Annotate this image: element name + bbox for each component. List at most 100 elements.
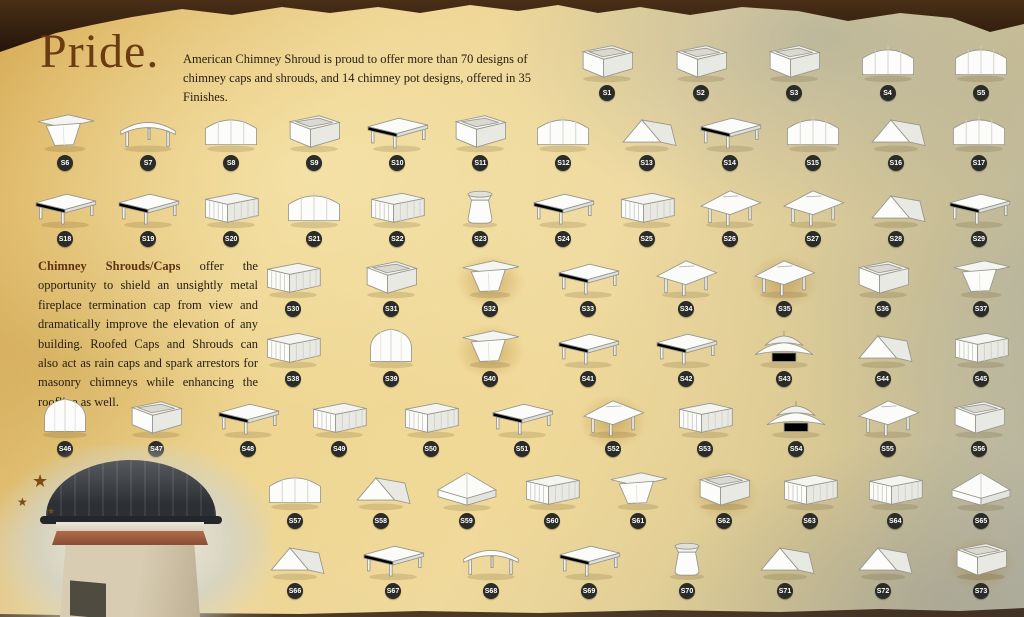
flattable-design-icon <box>212 394 284 440</box>
design-item: S29 <box>942 184 1016 247</box>
design-id-badge: S24 <box>555 231 572 247</box>
design-item: S59 <box>430 466 504 529</box>
design-id-badge: S37 <box>972 301 989 317</box>
openbox-design-icon <box>278 108 350 154</box>
design-item: S53 <box>668 394 742 457</box>
design-item: S10 <box>360 108 434 171</box>
design-item: S43 <box>747 324 821 387</box>
design-item: S61 <box>601 466 675 529</box>
design-id-badge: S69 <box>581 583 597 599</box>
louvrebox-design-icon <box>774 466 846 512</box>
hiproof-design-icon <box>852 394 924 440</box>
openbox-design-icon <box>355 254 427 300</box>
design-id-badge: S26 <box>721 231 738 247</box>
design-item: S51 <box>485 394 559 457</box>
design-item: S56 <box>942 394 1016 457</box>
design-id-badge: S34 <box>678 301 695 317</box>
design-id-badge: S67 <box>385 583 401 599</box>
design-item: S17 <box>942 108 1016 171</box>
louvrebox-design-icon <box>395 394 467 440</box>
star-icon: ★ <box>32 471 49 491</box>
design-item: S40 <box>452 324 527 387</box>
design-item: S25 <box>610 184 684 247</box>
louvrebox-design-icon <box>257 324 329 370</box>
design-item: S1 <box>570 38 644 101</box>
design-item: S52 <box>576 394 651 457</box>
design-id-badge: S63 <box>801 513 818 529</box>
design-item: S45 <box>944 324 1018 387</box>
body-paragraph: Chimney Shrouds/Caps offer the opportuni… <box>38 257 258 412</box>
design-item: S3 <box>757 38 831 101</box>
design-id-badge: S66 <box>287 583 303 599</box>
louvrebox-design-icon <box>859 466 931 512</box>
design-item: S44 <box>846 324 920 387</box>
design-item: S73 <box>944 536 1018 599</box>
design-id-badge: S45 <box>972 371 989 387</box>
design-id-badge: S35 <box>776 301 793 317</box>
design-id-badge: S29 <box>970 231 987 247</box>
design-item: S21 <box>277 184 351 247</box>
design-id-badge: S61 <box>630 513 646 529</box>
design-item: S8 <box>194 108 268 171</box>
design-id-badge: S27 <box>804 231 821 247</box>
hiproof-design-icon <box>694 184 766 230</box>
hiproof-design-icon <box>650 254 722 300</box>
design-id-badge: S19 <box>140 231 157 247</box>
flare-design-icon <box>29 108 101 154</box>
design-id-badge: S30 <box>285 301 301 317</box>
design-id-badge: S42 <box>678 371 695 387</box>
flare-design-icon <box>602 466 674 512</box>
design-item: S6 <box>28 108 102 171</box>
tent-design-icon <box>847 324 919 370</box>
design-id-badge: S54 <box>788 441 805 457</box>
design-id-badge: S28 <box>887 231 904 247</box>
design-id-badge: S1 <box>599 85 615 101</box>
design-item: S14 <box>693 108 767 171</box>
flattable-design-icon <box>552 254 624 300</box>
openbox-design-icon <box>945 536 1017 582</box>
design-id-badge: S23 <box>472 231 489 247</box>
openbox-design-icon <box>665 38 737 84</box>
design-id-badge: S72 <box>875 583 891 599</box>
design-id-badge: S65 <box>973 513 989 529</box>
barrel-design-icon <box>278 184 350 230</box>
flattable-design-icon <box>357 536 429 582</box>
louvrebox-design-icon <box>195 184 267 230</box>
flattable-design-icon <box>486 394 558 440</box>
design-id-badge: S49 <box>331 441 348 457</box>
design-item: S63 <box>773 466 847 529</box>
design-item: S13 <box>610 108 684 171</box>
design-item: S57 <box>258 466 332 529</box>
openbox-design-icon <box>688 466 760 512</box>
design-id-badge: S31 <box>383 301 400 317</box>
design-id-badge: S71 <box>777 583 793 599</box>
design-id-badge: S13 <box>638 155 655 171</box>
openbox-design-icon <box>943 394 1015 440</box>
design-id-badge: S60 <box>544 513 561 529</box>
design-id-badge: S6 <box>57 155 73 171</box>
design-item: S2 <box>664 38 738 101</box>
pyramid-design-icon <box>431 466 503 512</box>
design-id-badge: S36 <box>874 301 891 317</box>
design-id-badge: S21 <box>306 231 323 247</box>
design-item: S38 <box>256 324 330 387</box>
pagoda-design-icon <box>748 324 820 370</box>
design-id-badge: S73 <box>973 583 989 599</box>
barrel-design-icon <box>852 38 924 84</box>
design-id-badge: S38 <box>285 371 301 387</box>
design-item: S4 <box>851 38 925 101</box>
tent-design-icon <box>749 536 821 582</box>
tent-design-icon <box>345 466 417 512</box>
flattable-design-icon <box>527 184 599 230</box>
design-id-badge: S40 <box>481 371 498 387</box>
design-id-badge: S25 <box>638 231 655 247</box>
chimney-photo <box>0 446 272 617</box>
design-item: S66 <box>258 536 332 599</box>
louvrebox-design-icon <box>303 394 375 440</box>
design-id-badge: S3 <box>786 85 802 101</box>
design-item: S50 <box>394 394 468 457</box>
design-id-badge: S20 <box>223 231 240 247</box>
flare-design-icon <box>454 324 526 370</box>
